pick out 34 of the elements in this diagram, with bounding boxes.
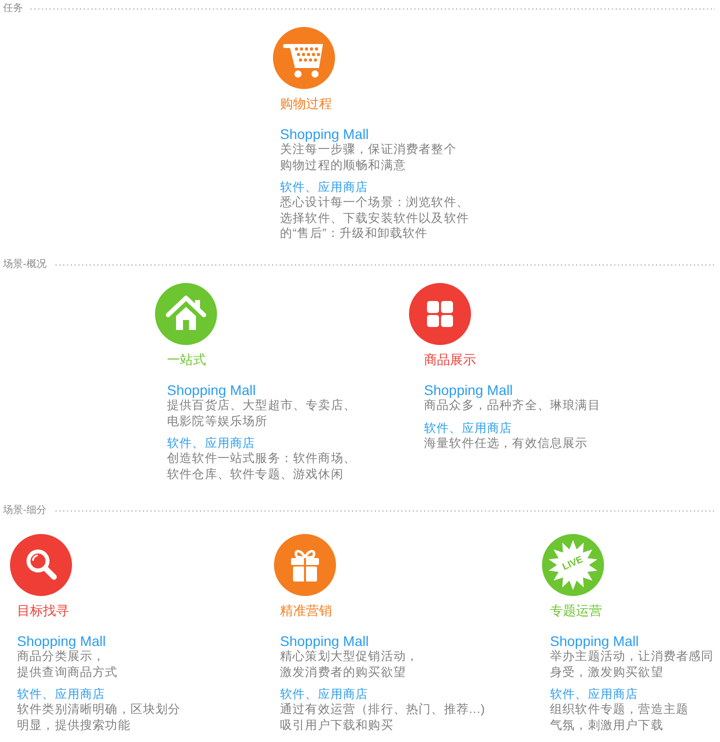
feature-title: 购物过程 [280,96,332,112]
description-text: 海量软件任选，有效信息展示 [424,436,588,451]
subheading: Shopping Mall [424,382,513,398]
description-text: 提供百货店、大型超市、专卖店、电影院等娱乐场所 [167,398,357,429]
subheading: 软件、应用商店 [424,420,512,436]
description-text: 关注每一步骤，保证消费者整个购物过程的顺畅和满意 [280,142,458,173]
feature-title: 目标找寻 [17,603,69,619]
feature-title: 精准营销 [280,603,332,619]
feature-title: 专题运营 [550,603,602,619]
subheading: Shopping Mall [280,633,369,649]
description-text: 精心策划大型促销活动，激发消费者的购买欲望 [280,649,420,680]
subheading: 软件、应用商店 [280,179,368,195]
live-text: LIVE [561,555,585,573]
description-text: 软件类别清晰明确，区块划分明显，提供搜索功能 [17,702,182,733]
subheading: Shopping Mall [17,633,106,649]
feature-title: 商品展示 [424,352,476,368]
description-text: 举办主题活动，让消费者感同身受，激发购买欲望 [550,649,715,680]
description-text: 商品分类展示，提供查询商品方式 [17,649,119,680]
subheading: Shopping Mall [167,382,256,398]
description-text: 通过有效运营（排行、热门、推荐...)吸引用户下载和购买 [280,702,486,733]
subheading: 软件、应用商店 [167,435,256,451]
description-text: 组织软件专题，营造主题气氛，刺激用户下载 [550,702,690,733]
section-label: 任务 [3,2,23,16]
subheading: 软件、应用商店 [17,686,106,702]
description-text: 创造软件一站式服务：软件商场、软件仓库、软件专题、游戏休闲 [167,451,357,482]
subheading: Shopping Mall [550,633,639,649]
subheading: 软件、应用商店 [550,686,638,702]
feature-title: 一站式 [167,352,206,368]
section-label: 场景-概况 [3,258,46,272]
section-label: 场景-细分 [3,504,46,518]
description-text: 商品众多，品种齐全、琳琅满目 [424,398,600,414]
description-text: 悉心设计每一个场景：浏览软件、选择软件、下载安装软件以及软件的“售后”：升级和卸载软件 [280,195,470,242]
subheading: 软件、应用商店 [280,686,368,702]
subheading: Shopping Mall [280,126,369,142]
